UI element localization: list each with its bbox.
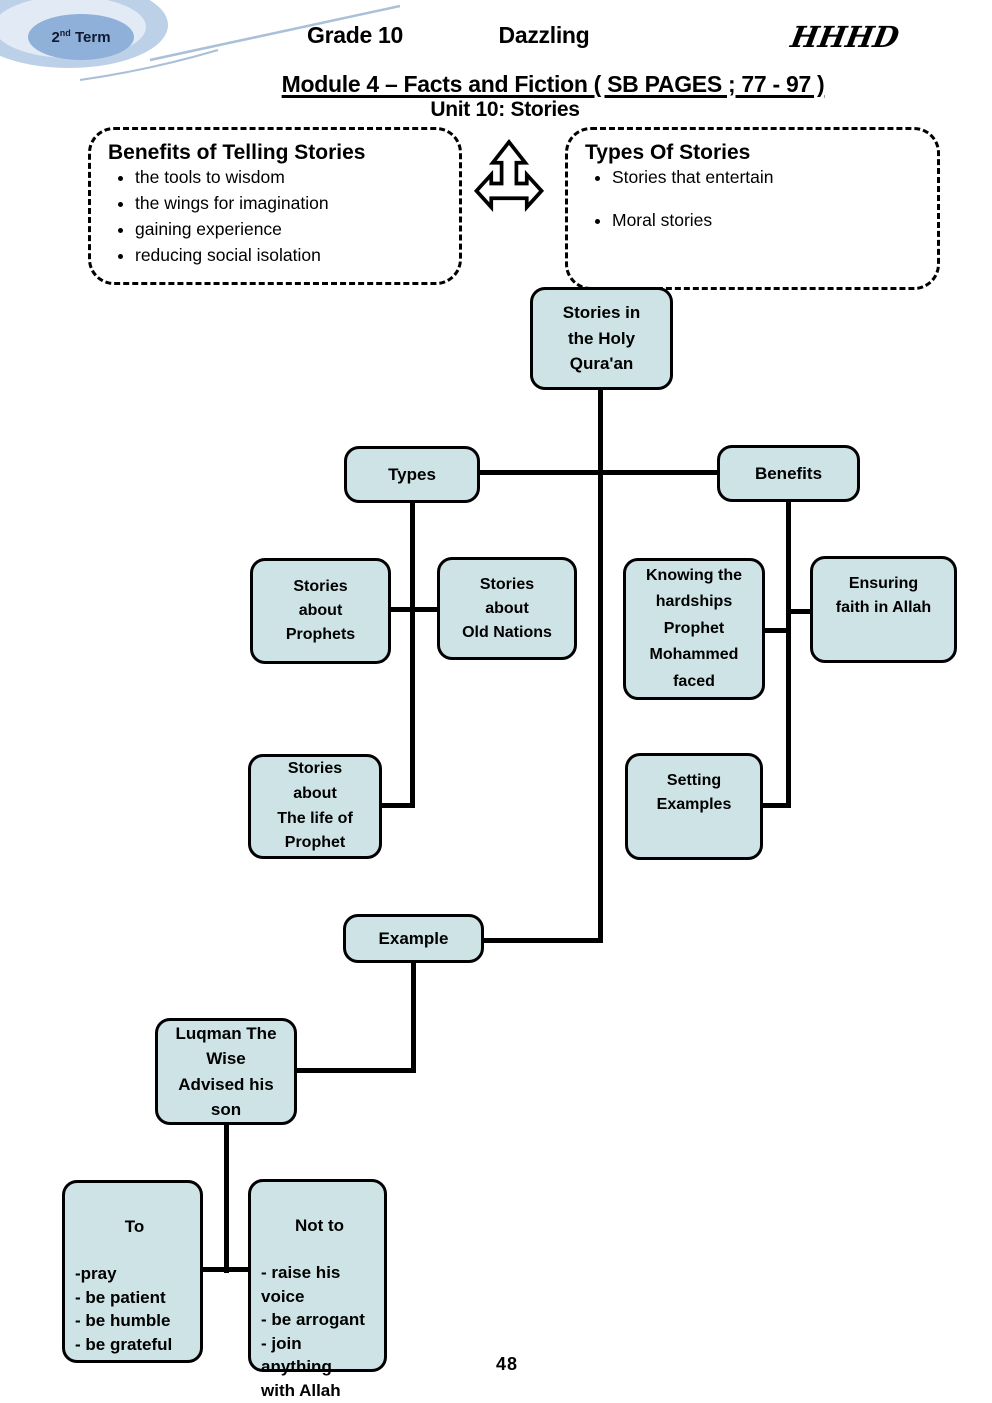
types-item: Stories that entertain xyxy=(612,167,937,188)
three-way-arrow-icon xyxy=(473,139,545,212)
node-setting-examples: Setting Examples xyxy=(625,753,763,860)
connector-line-knowing xyxy=(765,628,791,633)
unit-title: Unit 10: Stories xyxy=(430,98,580,121)
term-badge: 2nd Term xyxy=(0,0,220,100)
node-stories-about-prophets: Stories about Prophets xyxy=(250,558,391,664)
badge-inner-ellipse: 2nd Term xyxy=(28,14,134,60)
node-luqman-the-wise: Luqman The Wise Advised his son xyxy=(155,1018,297,1125)
types-panel-title: Types Of Stories xyxy=(585,141,751,164)
module-title: Module 4 – Facts and Fiction ( SB PAGES … xyxy=(281,71,825,97)
connector-line-example-horizontal xyxy=(484,938,603,943)
node-knowing-hardships: Knowing the hardships Prophet Mohammed f… xyxy=(623,558,765,700)
node-stories-life-of-prophet: Stories about The life of Prophet xyxy=(248,754,382,859)
not-to-advice-lines: - raise his voice - be arrogant - join a… xyxy=(261,1263,365,1400)
benefits-panel-title: Benefits of Telling Stories xyxy=(108,141,366,164)
connector-line-root-vertical xyxy=(598,390,603,943)
benefits-of-telling-stories-panel: Benefits of Telling Stories the tools to… xyxy=(88,127,462,285)
connector-line-prophets-oldnations xyxy=(391,607,437,612)
node-example: Example xyxy=(343,914,484,963)
node-types: Types xyxy=(344,446,480,503)
benefits-item: the wings for imagination xyxy=(135,193,459,214)
node-not-to-advice: Not to - raise his voice - be arrogant -… xyxy=(248,1179,387,1400)
types-panel-list: Stories that entertain Moral stories xyxy=(568,167,937,231)
brand-label: Dazzling xyxy=(498,22,590,48)
node-stories-in-holy-quraan: Stories in the Holy Qura'an xyxy=(530,287,673,390)
connector-line-ensuring xyxy=(786,609,812,614)
not-to-advice-title: Not to xyxy=(294,1216,345,1236)
signature-label: HHHD xyxy=(788,20,902,54)
node-stories-about-old-nations: Stories about Old Nations xyxy=(437,557,577,660)
connector-line-types-benefits xyxy=(478,470,717,475)
node-benefits: Benefits xyxy=(717,445,860,502)
page-number: 48 xyxy=(495,1354,519,1374)
connector-line-setting-bend xyxy=(763,803,791,808)
benefits-item: reducing social isolation xyxy=(135,245,459,266)
types-of-stories-panel: Types Of Stories Stories that entertain … xyxy=(565,127,940,290)
connector-line-luqman-vertical xyxy=(224,1125,229,1273)
to-advice-lines: -pray - be patient - be humble - be grat… xyxy=(75,1264,173,1354)
term-badge-label: 2nd Term xyxy=(51,28,111,46)
to-advice-title: To xyxy=(124,1217,145,1237)
connector-line-benefits-vertical xyxy=(786,502,791,808)
badge-trail-line xyxy=(79,4,401,81)
grade-label: Grade 10 xyxy=(306,22,404,48)
benefits-panel-list: the tools to wisdom the wings for imagin… xyxy=(91,167,459,266)
connector-line-luqman-bend xyxy=(297,1068,416,1073)
node-to-advice: To -pray - be patient - be humble - be g… xyxy=(62,1180,203,1363)
node-ensuring-faith: Ensuring faith in Allah xyxy=(810,556,957,663)
benefits-item: gaining experience xyxy=(135,219,459,240)
connector-line-types-vertical xyxy=(410,503,415,808)
benefits-item: the tools to wisdom xyxy=(135,167,459,188)
connector-line-to-notto xyxy=(203,1267,248,1272)
connector-line-life-bend xyxy=(382,803,415,808)
connector-line-example-vertical xyxy=(411,963,416,1073)
types-item: Moral stories xyxy=(612,210,937,231)
